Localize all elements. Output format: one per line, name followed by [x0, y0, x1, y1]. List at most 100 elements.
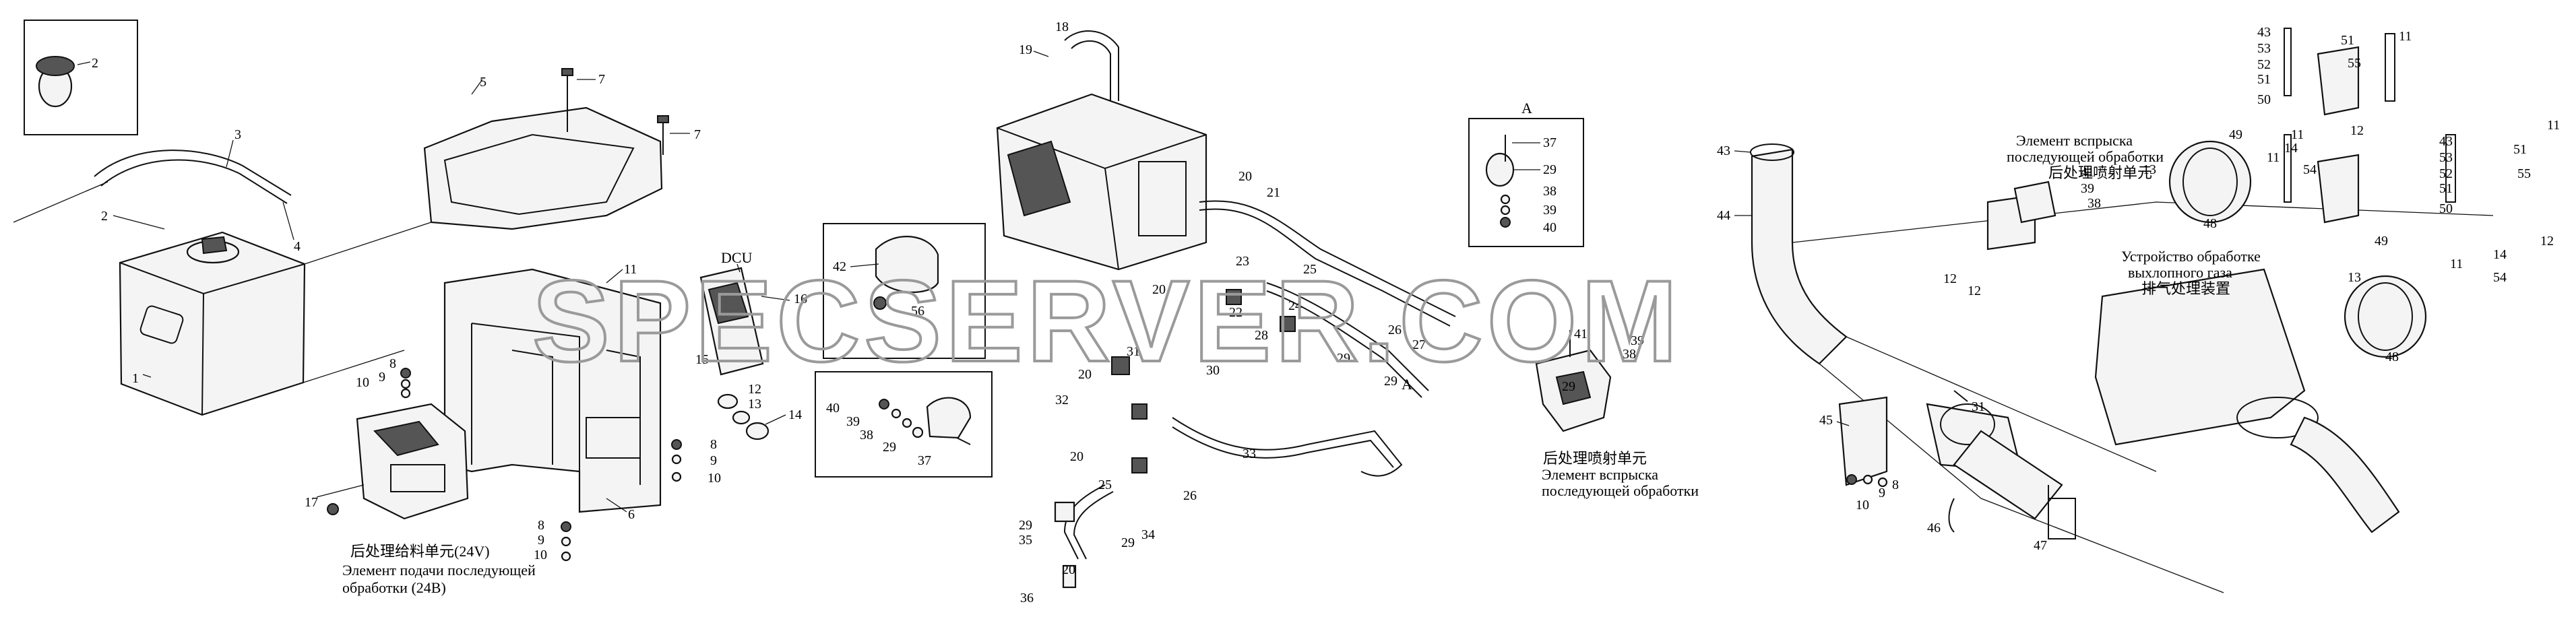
callout-14: 14 [2493, 247, 2507, 262]
callout-38: 38 [1543, 184, 1557, 199]
callout-54: 54 [2303, 162, 2317, 177]
callout-17: 17 [305, 495, 318, 510]
callout-36: 36 [1020, 591, 1034, 605]
view-a-detail-box: A 37 29 38 39 40 [1468, 100, 1584, 247]
callout-27: 27 [1412, 337, 1426, 352]
dosing-unit-caption-zh: 后处理给料单元(24V) [350, 543, 490, 560]
exhaust-caption-ru-1: Устройство обработке [2121, 248, 2261, 265]
callout-51: 51 [2341, 33, 2354, 48]
callout-8: 8 [389, 356, 396, 371]
clamp-detail-box-upper: 42 56 [823, 223, 986, 359]
injector-top-caption-zh: 后处理喷射单元 [2048, 164, 2152, 181]
urea-tank-assembly: 1 2 3 4 [13, 127, 432, 416]
callout-42: 42 [833, 259, 846, 274]
callout-11: 11 [2450, 257, 2463, 271]
callout-24: 24 [1288, 298, 1302, 313]
callout-35: 35 [1019, 533, 1032, 548]
callout-18: 18 [1055, 20, 1069, 34]
callout-33: 33 [1243, 447, 1256, 461]
muffler-mount-upper: 43 53 52 51 50 51 55 11 11 49 12 14 13 1… [2143, 25, 2412, 231]
callout-45: 45 [1819, 413, 1833, 428]
callout-53: 53 [2439, 150, 2453, 165]
callout-12: 12 [1943, 271, 1957, 286]
callout-8: 8 [710, 437, 717, 452]
callout-20: 20 [1062, 562, 1075, 577]
callout-11: 11 [2547, 118, 2560, 133]
callout-13: 13 [2348, 270, 2361, 285]
callout-29: 29 [883, 440, 896, 455]
inset-sensor-view: 2 [24, 20, 138, 135]
callout-7b: 7 [694, 127, 701, 142]
muffler-mount-lower: 43 53 52 51 50 51 55 11 49 13 14 12 11 5… [2284, 118, 2560, 364]
callout-43: 43 [2439, 134, 2453, 149]
callout-53: 53 [2257, 41, 2271, 56]
dcu-label: DCU [721, 249, 753, 266]
exhaust-caption-zh: 排气处理装置 [2141, 280, 2230, 297]
callout-20: 20 [1238, 169, 1252, 184]
callout-52: 52 [2439, 166, 2453, 181]
callout-13: 13 [748, 397, 761, 412]
callout-52: 52 [2257, 57, 2271, 72]
callout-48: 48 [2203, 216, 2217, 231]
callout-2: 2 [92, 56, 98, 71]
callout-20: 20 [1078, 367, 1092, 382]
callout-14: 14 [788, 407, 802, 422]
exhaust-caption-ru-2: выхлопного газа [2128, 264, 2232, 281]
callout-4: 4 [294, 239, 301, 254]
callout-44: 44 [1717, 208, 1730, 223]
callout-20: 20 [1152, 282, 1166, 297]
callout-41: 41 [1574, 327, 1588, 341]
callout-11: 11 [624, 262, 637, 277]
callout-20: 20 [1070, 449, 1083, 464]
callout-2: 2 [101, 209, 108, 224]
callout-15: 15 [695, 352, 709, 367]
callout-9: 9 [379, 370, 385, 385]
callout-50: 50 [2257, 92, 2271, 107]
callout-25: 25 [1303, 262, 1317, 277]
callout-22: 22 [1229, 305, 1243, 320]
callout-55: 55 [2517, 166, 2531, 181]
callout-29: 29 [1562, 379, 1575, 394]
callout-47: 47 [2034, 538, 2047, 553]
callout-11: 11 [2399, 29, 2412, 44]
callout-10: 10 [534, 548, 547, 562]
view-a-marker: A [1402, 376, 1412, 393]
callout-49: 49 [2229, 127, 2242, 142]
callout-37: 37 [1543, 135, 1557, 150]
fastener-stack-bottom: 8 9 10 [534, 518, 571, 562]
dosing-unit-caption-ru-1: Элемент подачи последующей [342, 562, 536, 579]
callout-38: 38 [1623, 347, 1636, 362]
callout-25: 25 [1098, 478, 1112, 492]
callout-9: 9 [1879, 486, 1885, 500]
callout-39: 39 [2081, 181, 2094, 196]
callout-56: 56 [911, 304, 924, 319]
callout-5: 5 [480, 75, 486, 90]
tank-bracket-assembly: 5 7 7 6 8 9 10 8 9 10 [356, 68, 807, 562]
callout-29: 29 [1384, 374, 1397, 389]
callout-8: 8 [1892, 478, 1899, 492]
callout-12: 12 [2350, 123, 2364, 138]
callout-38: 38 [860, 428, 873, 442]
callout-43: 43 [1717, 143, 1730, 158]
callout-51: 51 [2257, 72, 2271, 87]
callout-40: 40 [1543, 220, 1557, 235]
callout-43: 43 [2257, 25, 2271, 40]
callout-39: 39 [1543, 203, 1557, 218]
injector-caption-zh: 后处理喷射单元 [1543, 450, 1647, 467]
callout-10: 10 [356, 375, 369, 390]
callout-10: 10 [1856, 498, 1869, 513]
callout-41: 41 [2081, 165, 2094, 180]
injector-top-caption-ru-1: Элемент вспрыска [2016, 132, 2133, 149]
callout-9: 9 [538, 533, 544, 548]
callout-34: 34 [1141, 527, 1155, 542]
callout-30: 30 [1206, 363, 1220, 378]
dcu-control-unit: DCU [699, 249, 764, 376]
callout-50: 50 [2439, 201, 2453, 216]
watermark: SPECSERVER.COM [532, 257, 1682, 386]
callout-11: 11 [2291, 127, 2304, 142]
injector-caption-ru-2: последующей обработки [1542, 482, 1699, 499]
callout-28: 28 [1255, 328, 1268, 343]
injector-top-caption-ru-2: последующей обработки [2007, 148, 2164, 165]
injector-unit-lower: 41 39 38 29 后处理喷射单元 Элемент вспрыска пос… [1535, 327, 1699, 499]
